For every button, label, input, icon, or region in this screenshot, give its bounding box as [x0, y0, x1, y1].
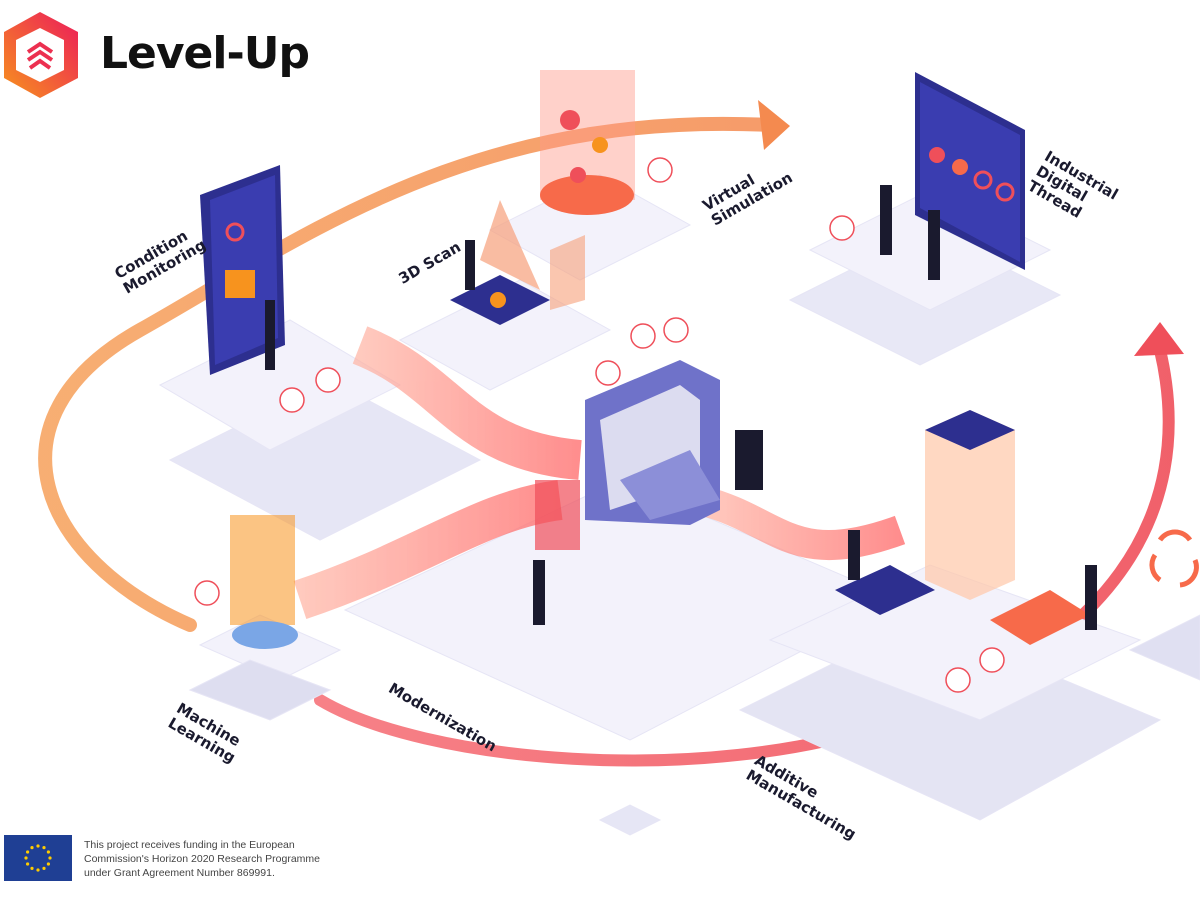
orange-cycle-arrow: [38, 116, 777, 632]
logo-wordmark: Level-Up: [100, 28, 310, 79]
sensor-pins: [194, 157, 1005, 693]
data-streams: [293, 326, 906, 619]
scan-station: [450, 200, 550, 325]
funding-line: under Grant Agreement Number 869991.: [84, 867, 275, 879]
recycle-icon: [1149, 529, 1199, 588]
cnc-machine: [585, 360, 763, 525]
logo-icon: [4, 12, 78, 98]
3d-printer: [533, 410, 1097, 645]
eu-flag-icon: [4, 835, 72, 881]
funding-line: This project receives funding in the Eur…: [84, 839, 295, 851]
phone-dashboard: [200, 165, 285, 375]
ml-tower: [230, 480, 580, 649]
funding-notice: This project receives funding in the Eur…: [84, 838, 320, 880]
digital-thread-screen: [880, 72, 1025, 280]
simulation-cylinder: [540, 70, 635, 310]
funding-line: Commission's Horizon 2020 Research Progr…: [84, 853, 321, 865]
